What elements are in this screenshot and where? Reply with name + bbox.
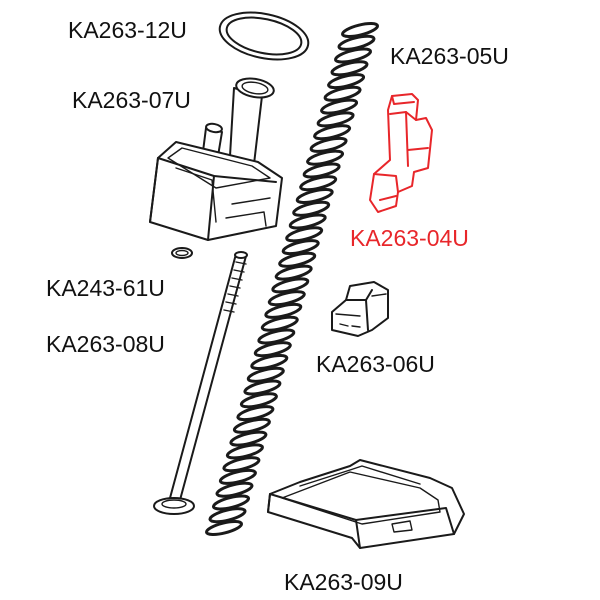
spring-coil xyxy=(264,302,303,319)
spring-coil xyxy=(330,60,369,77)
spring-coil xyxy=(250,353,289,371)
spring-coil xyxy=(302,162,341,179)
spring-coil xyxy=(292,200,331,217)
spring-coil xyxy=(243,379,282,396)
spring-coil xyxy=(299,175,338,192)
spring-coil xyxy=(316,111,355,128)
spring-coil xyxy=(239,392,278,409)
small-block-drawing xyxy=(331,281,389,337)
red-part-drawing xyxy=(369,93,433,213)
label-ka263-05u: KA263-05U xyxy=(390,43,509,69)
spring-coil xyxy=(208,507,247,524)
label-ka263-12u: KA263-12U xyxy=(68,17,187,43)
spring-coil xyxy=(271,277,310,294)
spring-coil xyxy=(285,226,324,243)
spring-coil xyxy=(281,239,320,256)
spring-coil xyxy=(222,456,261,473)
follower-spring-drawing xyxy=(204,21,380,537)
spring-coil xyxy=(333,47,373,64)
spring-coil xyxy=(323,85,362,102)
spring-coil xyxy=(274,264,313,281)
spring-coil xyxy=(267,290,306,307)
base-plate-drawing xyxy=(267,459,465,549)
spring-coil xyxy=(229,430,268,447)
label-ka263-07u: KA263-07U xyxy=(72,87,191,113)
spring-coil xyxy=(232,417,271,434)
spring-coil xyxy=(257,328,296,345)
spring-coil xyxy=(236,405,275,422)
spring-coil xyxy=(260,315,299,332)
spring-coil xyxy=(340,21,380,39)
spring-coil xyxy=(309,136,348,153)
spring-coil xyxy=(313,124,352,141)
label-ka243-61u: KA243-61U xyxy=(46,275,165,301)
spring-coil xyxy=(327,73,366,90)
label-ka263-08u: KA263-08U xyxy=(46,331,165,357)
bolt-drawing xyxy=(153,251,248,515)
spring-coil xyxy=(225,443,264,460)
spring-coil xyxy=(337,34,376,51)
spring-coil xyxy=(320,98,359,115)
spring-coil xyxy=(253,341,292,358)
spring-coil xyxy=(215,481,254,498)
o-ring-drawing xyxy=(218,11,310,61)
feed-lip-housing-drawing xyxy=(149,77,283,241)
spring-coil xyxy=(218,468,257,485)
label-ka263-04u: KA263-04U xyxy=(350,225,469,251)
spring-coil xyxy=(204,519,244,537)
spring-coil xyxy=(278,251,317,268)
label-ka263-09u: KA263-09U xyxy=(284,569,403,595)
spring-coil xyxy=(246,366,285,383)
spring-coil xyxy=(288,213,327,230)
spring-coil xyxy=(211,494,251,511)
spring-coil xyxy=(306,149,345,166)
spring-coil xyxy=(295,187,334,205)
small-o-ring-drawing xyxy=(171,247,193,259)
label-ka263-06u: KA263-06U xyxy=(316,351,435,377)
